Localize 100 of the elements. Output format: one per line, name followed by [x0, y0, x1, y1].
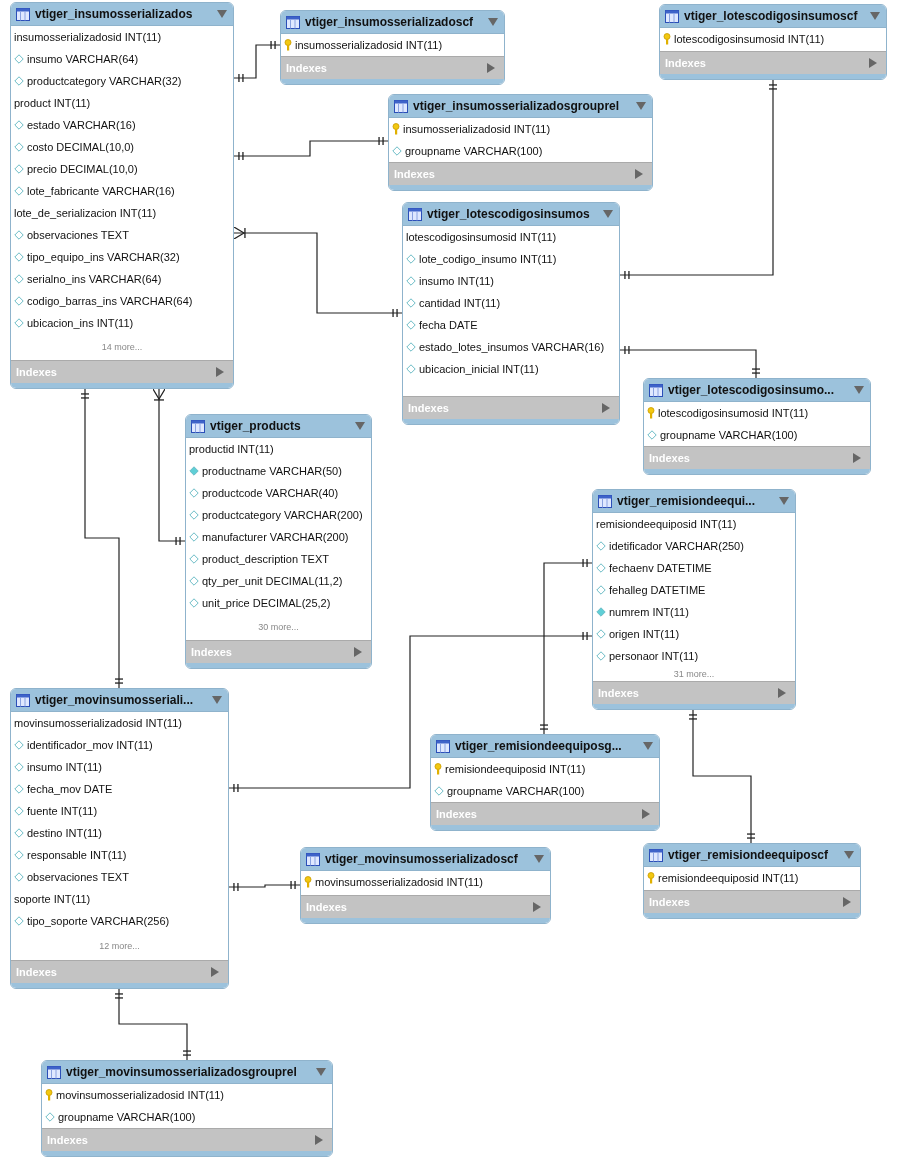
column-name: serialno_ins VARCHAR(64)	[27, 273, 162, 285]
column-name: tipo_soporte VARCHAR(256)	[27, 915, 170, 927]
column-name: insumo INT(11)	[419, 275, 494, 287]
relationship-line	[228, 632, 593, 792]
indexes-label: Indexes	[306, 901, 347, 913]
table-card	[659, 4, 887, 80]
more-columns-text: 12 more...	[99, 941, 140, 951]
table-card	[280, 10, 505, 85]
column-name: lotescodigosinsumosid INT(11)	[674, 33, 825, 45]
column-name: insumo INT(11)	[27, 761, 102, 773]
column-name: product_description TEXT	[202, 553, 329, 565]
column-name: fehalleg DATETIME	[609, 584, 706, 596]
table-name: vtiger_lotescodigosinsumo...	[668, 383, 836, 397]
table-card	[41, 1060, 333, 1157]
table-card	[402, 202, 620, 425]
indexes-label: Indexes	[191, 646, 232, 658]
column-name: observaciones TEXT	[27, 229, 129, 241]
relationship-line	[233, 226, 403, 317]
column-name: codigo_barras_ins VARCHAR(64)	[27, 295, 193, 307]
column-name: tipo_equipo_ins VARCHAR(32)	[27, 251, 180, 263]
column-name: qty_per_unit DECIMAL(11,2)	[202, 575, 343, 587]
indexes-label: Indexes	[16, 966, 57, 978]
column-name: groupname VARCHAR(100)	[58, 1111, 196, 1123]
column-name: estado VARCHAR(16)	[27, 119, 136, 131]
indexes-label: Indexes	[436, 808, 477, 820]
table-name: vtiger_insumosserializadosgrouprel	[413, 99, 621, 113]
column-name: destino INT(11)	[27, 827, 102, 839]
relationship-line	[619, 79, 777, 279]
table-card	[185, 414, 372, 669]
table-name: vtiger_movinsumosserializadosgrouprel	[66, 1065, 298, 1079]
relationship-line	[152, 388, 186, 545]
table-card	[592, 489, 796, 710]
table-name: vtiger_lotescodigosinsumos	[427, 207, 591, 221]
table-name: vtiger_movinsumosseriali...	[35, 693, 195, 707]
column-name: cantidad INT(11)	[419, 297, 501, 309]
column-name: lote_codigo_insumo INT(11)	[419, 253, 557, 265]
column-name: fecha DATE	[419, 319, 478, 331]
relationship-line	[115, 988, 191, 1061]
table-card	[10, 688, 229, 989]
table-name: vtiger_remisiondeequiposg...	[455, 739, 623, 753]
relationship-line	[689, 709, 755, 844]
table-name: vtiger_insumosserializadoscf	[305, 15, 475, 29]
indexes-label: Indexes	[408, 402, 449, 414]
column-name: origen INT(11)	[609, 628, 680, 640]
indexes-label: Indexes	[649, 896, 690, 908]
indexes-label: Indexes	[665, 57, 706, 69]
column-name: lotescodigosinsumosid INT(11)	[406, 231, 557, 243]
relationship-line	[619, 346, 760, 379]
table-card	[430, 734, 660, 831]
column-name: fuente INT(11)	[27, 805, 98, 817]
column-name: productname VARCHAR(50)	[202, 465, 342, 477]
column-name: groupname VARCHAR(100)	[447, 785, 585, 797]
relationship-line	[233, 137, 389, 160]
column-name: insumosserializadosid INT(11)	[403, 123, 551, 135]
column-name: product INT(11)	[14, 97, 91, 109]
indexes-label: Indexes	[394, 168, 435, 180]
column-name: identificador_mov INT(11)	[27, 739, 153, 751]
column-name: estado_lotes_insumos VARCHAR(16)	[419, 341, 605, 353]
column-name: lotescodigosinsumosid INT(11)	[658, 407, 809, 419]
table-card	[10, 2, 234, 389]
column-name: remisiondeequiposid INT(11)	[445, 763, 586, 775]
column-name: unit_price DECIMAL(25,2)	[202, 597, 331, 609]
column-name: lote_fabricante VARCHAR(16)	[27, 185, 175, 197]
column-name: precio DECIMAL(10,0)	[27, 163, 138, 175]
table-name: vtiger_products	[210, 419, 302, 433]
column-name: remisiondeequiposid INT(11)	[596, 518, 737, 530]
table-card	[643, 843, 861, 919]
column-name: responsable INT(11)	[27, 849, 127, 861]
indexes-label: Indexes	[649, 452, 690, 464]
column-name: personaor INT(11)	[609, 650, 699, 662]
table-card	[388, 94, 653, 191]
column-name: productcategory VARCHAR(200)	[202, 509, 363, 521]
relationship-line	[228, 881, 301, 891]
indexes-label: Indexes	[47, 1134, 88, 1146]
table-card	[643, 378, 871, 475]
column-name: groupname VARCHAR(100)	[660, 429, 798, 441]
relationship-line	[233, 41, 281, 82]
indexes-label: Indexes	[16, 366, 57, 378]
table-name: vtiger_remisiondeequi...	[617, 494, 757, 508]
more-columns-text: 31 more...	[673, 669, 715, 679]
column-name: ubicacion_ins INT(11)	[27, 317, 134, 329]
indexes-label: Indexes	[598, 687, 639, 699]
relationship-line	[81, 388, 123, 689]
column-name: numrem INT(11)	[609, 606, 689, 618]
column-name: productcategory VARCHAR(32)	[27, 75, 182, 87]
table-name: vtiger_remisiondeequiposcf	[668, 848, 830, 862]
column-name: movinsumosserializadosid INT(11)	[14, 717, 182, 729]
relationship-line	[540, 559, 593, 735]
column-name: insumo VARCHAR(64)	[27, 53, 139, 65]
column-name: manufacturer VARCHAR(200)	[202, 531, 349, 543]
more-columns-text: 30 more...	[258, 622, 299, 632]
column-name: fecha_mov DATE	[27, 783, 113, 795]
column-name: idetificador VARCHAR(250)	[609, 540, 744, 552]
column-name: groupname VARCHAR(100)	[405, 145, 543, 157]
column-name: productcode VARCHAR(40)	[202, 487, 339, 499]
table-name: vtiger_movinsumosserializadoscf	[325, 852, 519, 866]
table-name: vtiger_insumosserializados	[35, 7, 194, 21]
column-name: insumosserializadosid INT(11)	[14, 31, 162, 43]
column-name: ubicacion_inicial INT(11)	[419, 363, 539, 375]
column-name: observaciones TEXT	[27, 871, 129, 883]
